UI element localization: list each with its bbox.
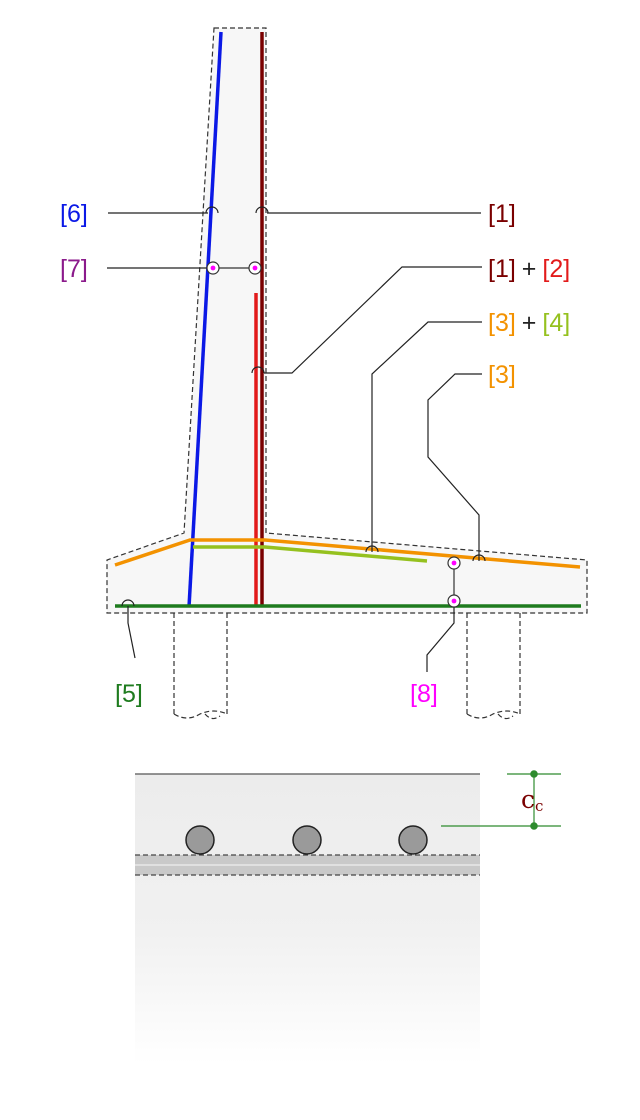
- leader-mark-3-4: [365, 545, 379, 553]
- wall-footing-outline: [106, 27, 588, 614]
- rebar-4-footing-top: [193, 545, 428, 563]
- leader-mark-1: [255, 206, 269, 214]
- leader-mark-1-2: [251, 366, 265, 374]
- leader-5: [127, 606, 136, 659]
- cover-label: cc: [521, 785, 543, 815]
- leader-mark-3: [472, 554, 486, 562]
- cover-dimension: [441, 770, 561, 830]
- leader-8: [426, 607, 455, 672]
- leader-mark-5: [121, 599, 135, 607]
- label-1-plus-2: [1]+[2]: [488, 255, 570, 283]
- label-6: [6]: [60, 200, 88, 228]
- cover-detail-bar: [292, 825, 322, 855]
- pile-left: [173, 613, 228, 720]
- link-8-end-bottom: [447, 594, 461, 608]
- leader-mark-6: [205, 206, 219, 214]
- rebar-6-front-face: [187, 31, 223, 608]
- label-plus: +: [522, 255, 537, 283]
- label-4-part: [4]: [542, 309, 570, 337]
- link-7-end-left: [206, 261, 220, 275]
- cover-subscript: c: [535, 797, 543, 815]
- cover-detail-concrete: [135, 774, 480, 1064]
- label-3-plus-4: [3]+[4]: [488, 309, 570, 337]
- label-3-part: [3]: [488, 309, 516, 337]
- label-2-part: [2]: [542, 255, 570, 283]
- label-3: [3]: [488, 361, 516, 389]
- leader-1-2: [264, 266, 482, 374]
- label-1-part: [1]: [488, 255, 516, 283]
- label-7: [7]: [60, 255, 88, 283]
- link-7-end-right: [248, 261, 262, 275]
- cover-symbol: c: [521, 785, 535, 814]
- label-5: [5]: [115, 680, 143, 708]
- cover-detail-bar: [398, 825, 428, 855]
- rebar-3-footing-top: [114, 538, 581, 569]
- label-1: [1]: [488, 200, 516, 228]
- leader-3: [427, 373, 482, 561]
- cover-detail: [135, 773, 480, 1064]
- link-8-end-top: [447, 556, 461, 570]
- leader-3-4: [371, 321, 482, 552]
- cover-detail-bar: [185, 825, 215, 855]
- pile-right: [466, 613, 521, 720]
- label-8: [8]: [410, 680, 438, 708]
- label-plus: +: [522, 309, 537, 337]
